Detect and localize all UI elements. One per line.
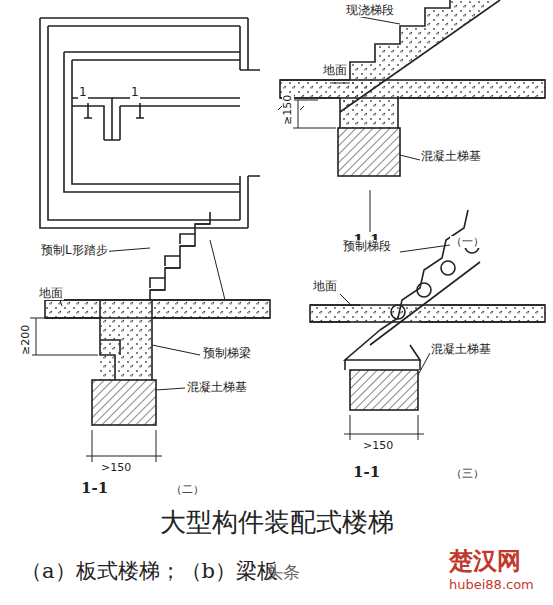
figure-caption: 大型构件装配式楼梯: [159, 508, 395, 537]
part-label: 地面: [312, 280, 338, 293]
part-label: 混凝土梯基: [430, 343, 492, 356]
part-label: 地面: [38, 287, 64, 300]
part-label: 混凝土梯基: [186, 381, 248, 394]
dimension: ≥200: [20, 324, 32, 356]
part-label: 预制梯段: [342, 240, 392, 253]
section-number: （一）: [450, 236, 485, 248]
dimension: >150: [100, 462, 132, 474]
part-label: 地面: [322, 64, 348, 77]
section-title: 1-1: [352, 464, 381, 481]
section-number: （二）: [170, 484, 205, 496]
part-label: 混凝土梯基: [420, 150, 482, 163]
part-label: 预制L形踏步: [40, 244, 109, 257]
part-label: 现浇梯段: [345, 4, 395, 17]
dimension: ≥150: [282, 94, 294, 126]
watermark: 头条: [265, 563, 301, 582]
section-mark: 1: [130, 86, 140, 99]
dimension: >150: [362, 440, 394, 452]
part-label: 预制梯梁: [202, 347, 252, 360]
caption-line: （a）板式楼梯；（b）梁板: [20, 560, 279, 583]
watermark: 楚汉网: [448, 548, 522, 574]
section-mark: 1: [78, 86, 88, 99]
section-number: （三）: [450, 468, 485, 480]
watermark: hubei88.com: [448, 578, 535, 592]
section-title: 1-1: [80, 480, 109, 497]
